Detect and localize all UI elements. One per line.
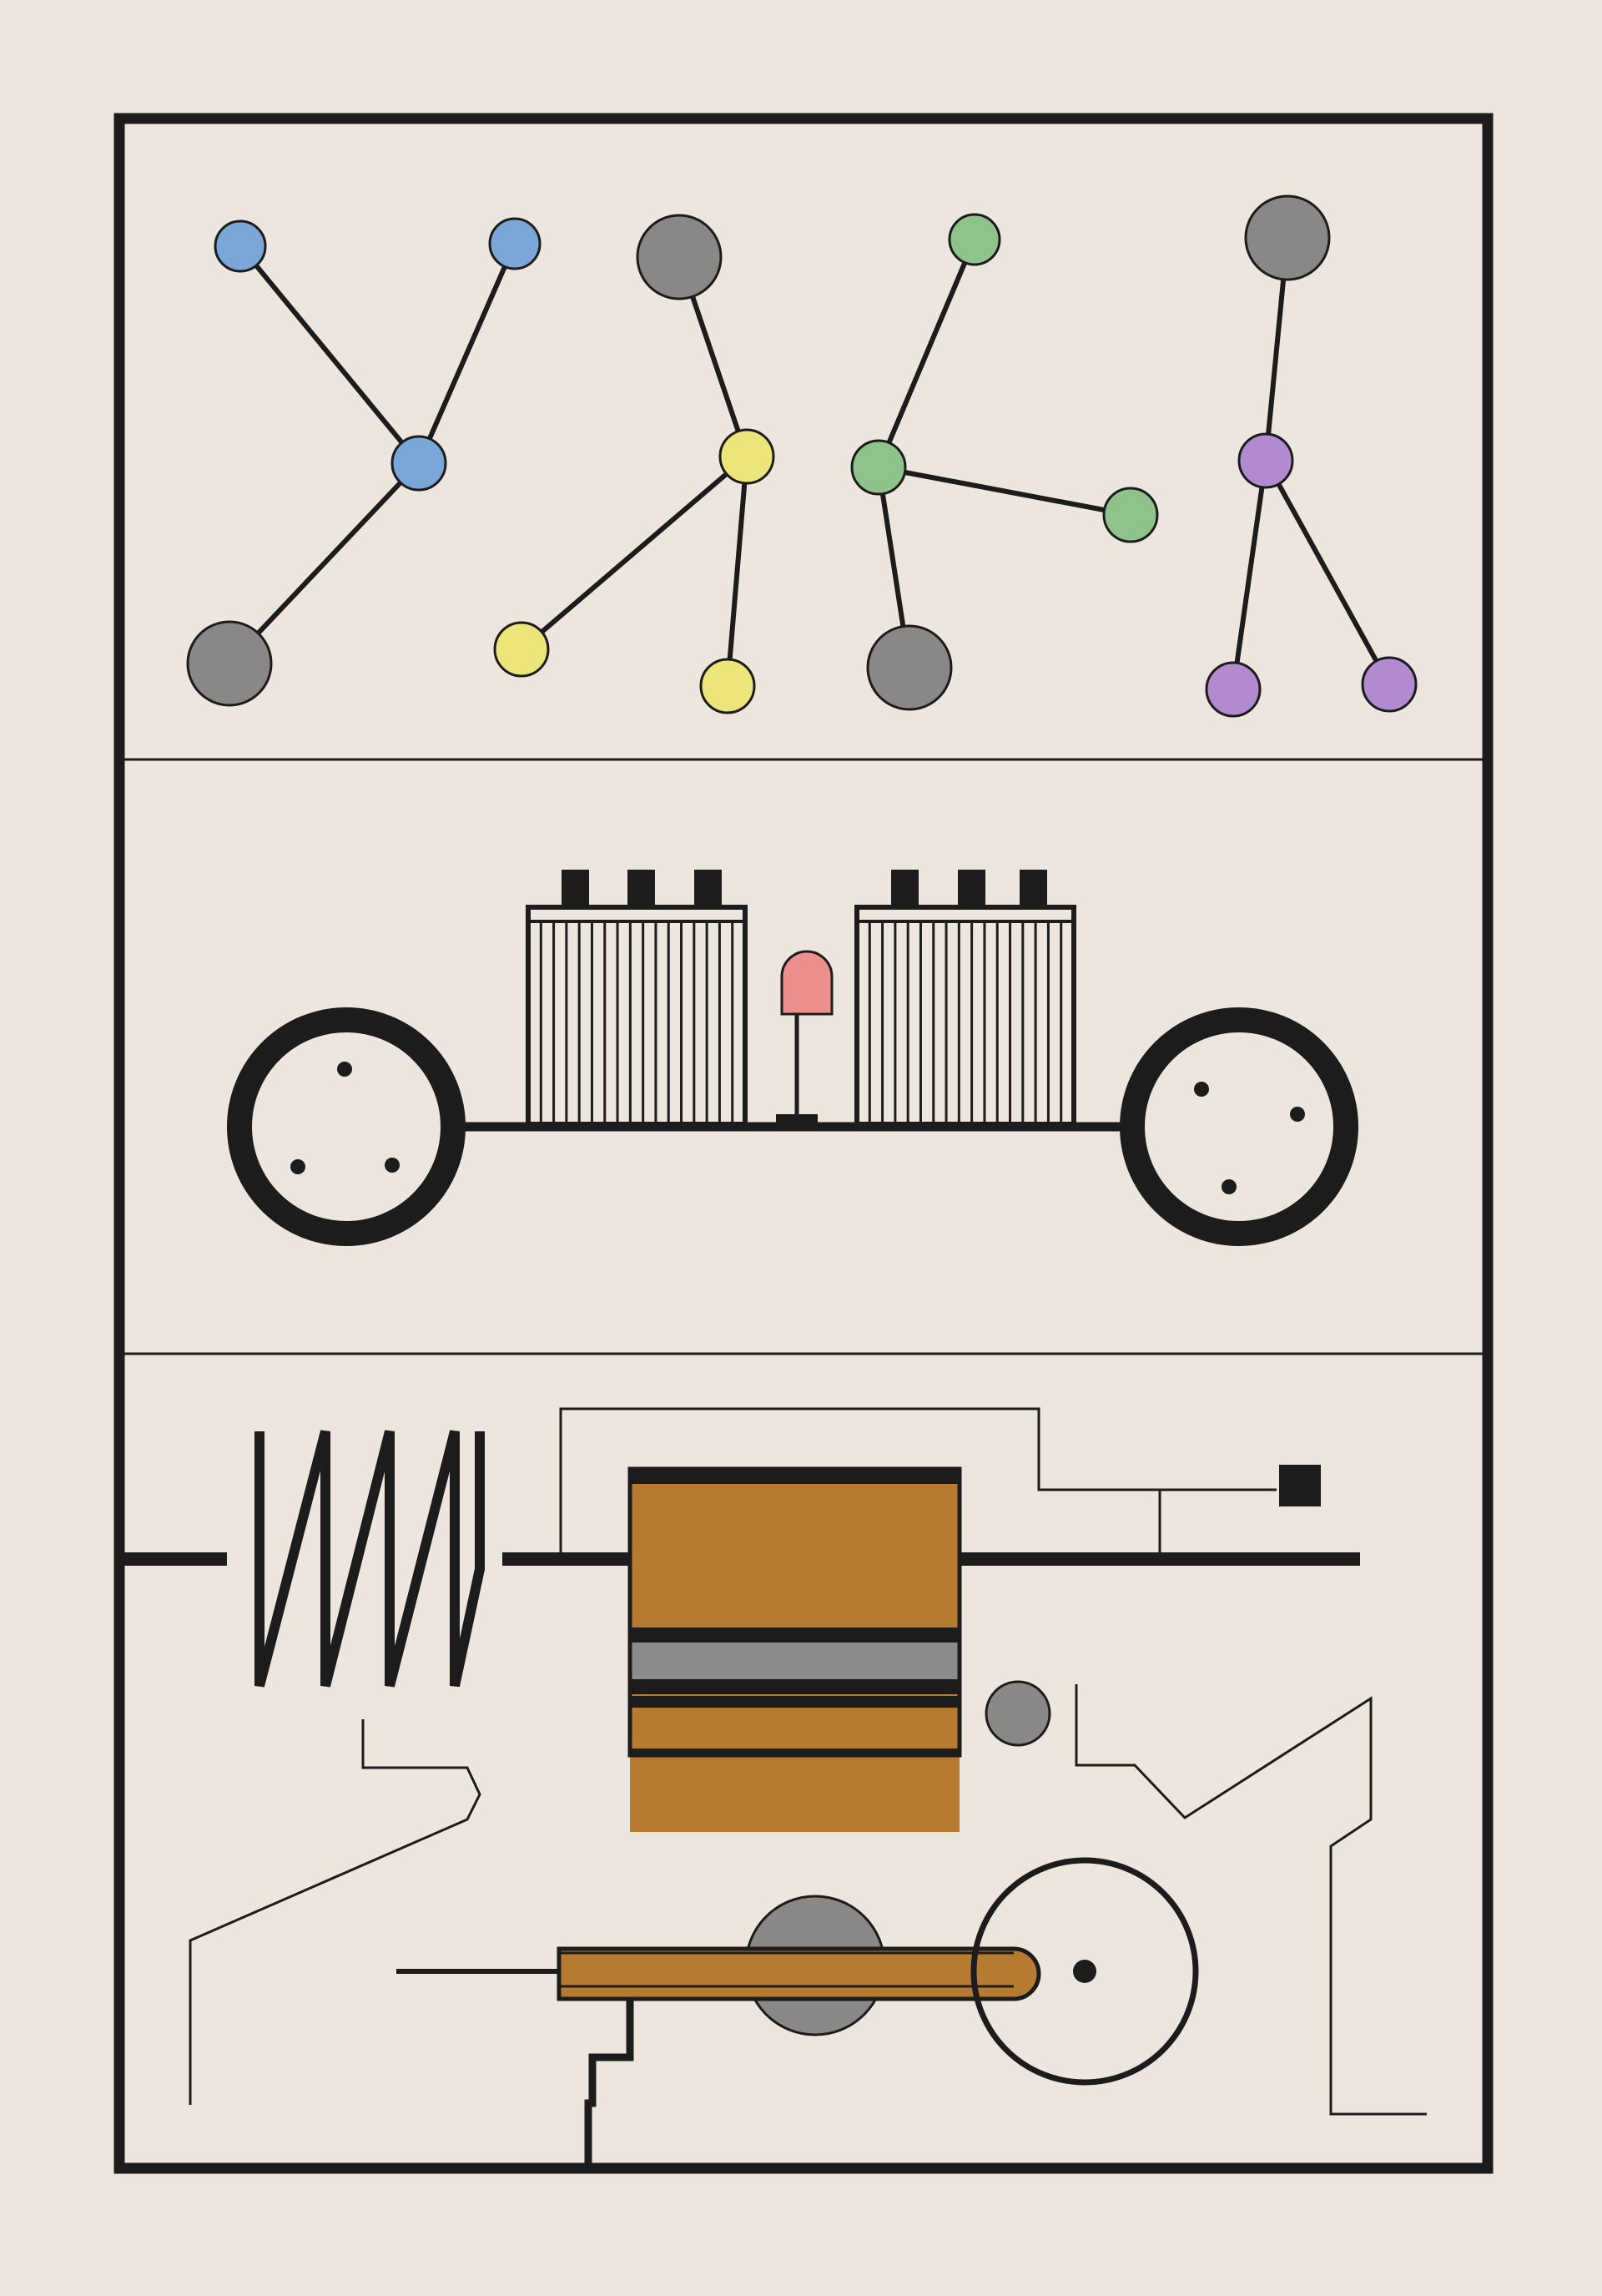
small-gray-ball <box>985 1680 1051 1747</box>
green-molecule <box>850 213 1159 711</box>
left-wheel <box>227 1007 466 1246</box>
purple-node <box>1205 661 1262 718</box>
yellow-node <box>493 621 550 678</box>
wire-right <box>1075 1684 1427 2116</box>
spring <box>254 1430 485 1688</box>
flywheel <box>970 1857 1199 2086</box>
right-battery <box>854 870 1076 1127</box>
yellow-node <box>699 658 756 714</box>
gray-node <box>186 620 273 707</box>
purple-node <box>1361 656 1418 713</box>
left-battery <box>526 870 748 1127</box>
transformer-block <box>627 1466 962 1832</box>
stepped-bracket <box>584 1999 634 2168</box>
gray-node <box>636 214 723 300</box>
blue-node <box>390 435 447 492</box>
blue-molecule <box>186 217 542 707</box>
red-led <box>776 950 834 1127</box>
blue-node <box>214 220 267 273</box>
right-wheel <box>1120 1007 1358 1246</box>
yellow-node <box>718 428 775 485</box>
wire-left <box>189 1719 481 2105</box>
gray-node <box>1244 194 1331 281</box>
molecules-panel <box>186 194 1418 718</box>
green-node <box>850 439 907 496</box>
purple-node <box>1237 432 1294 489</box>
gray-node <box>866 624 953 711</box>
outer-frame <box>113 113 1494 2174</box>
switch-block <box>1279 1465 1321 1506</box>
green-node <box>1102 487 1159 543</box>
ochre-plunger <box>557 1946 1041 2001</box>
green-node <box>948 213 1001 266</box>
yellow-molecule <box>493 214 775 714</box>
wire-top <box>559 1407 1161 1559</box>
machine-panel <box>119 1407 1427 2168</box>
vehicle-panel <box>227 870 1358 1246</box>
blue-node <box>488 217 542 270</box>
purple-molecule <box>1205 194 1418 718</box>
flywheel-hub <box>1073 1960 1096 1983</box>
